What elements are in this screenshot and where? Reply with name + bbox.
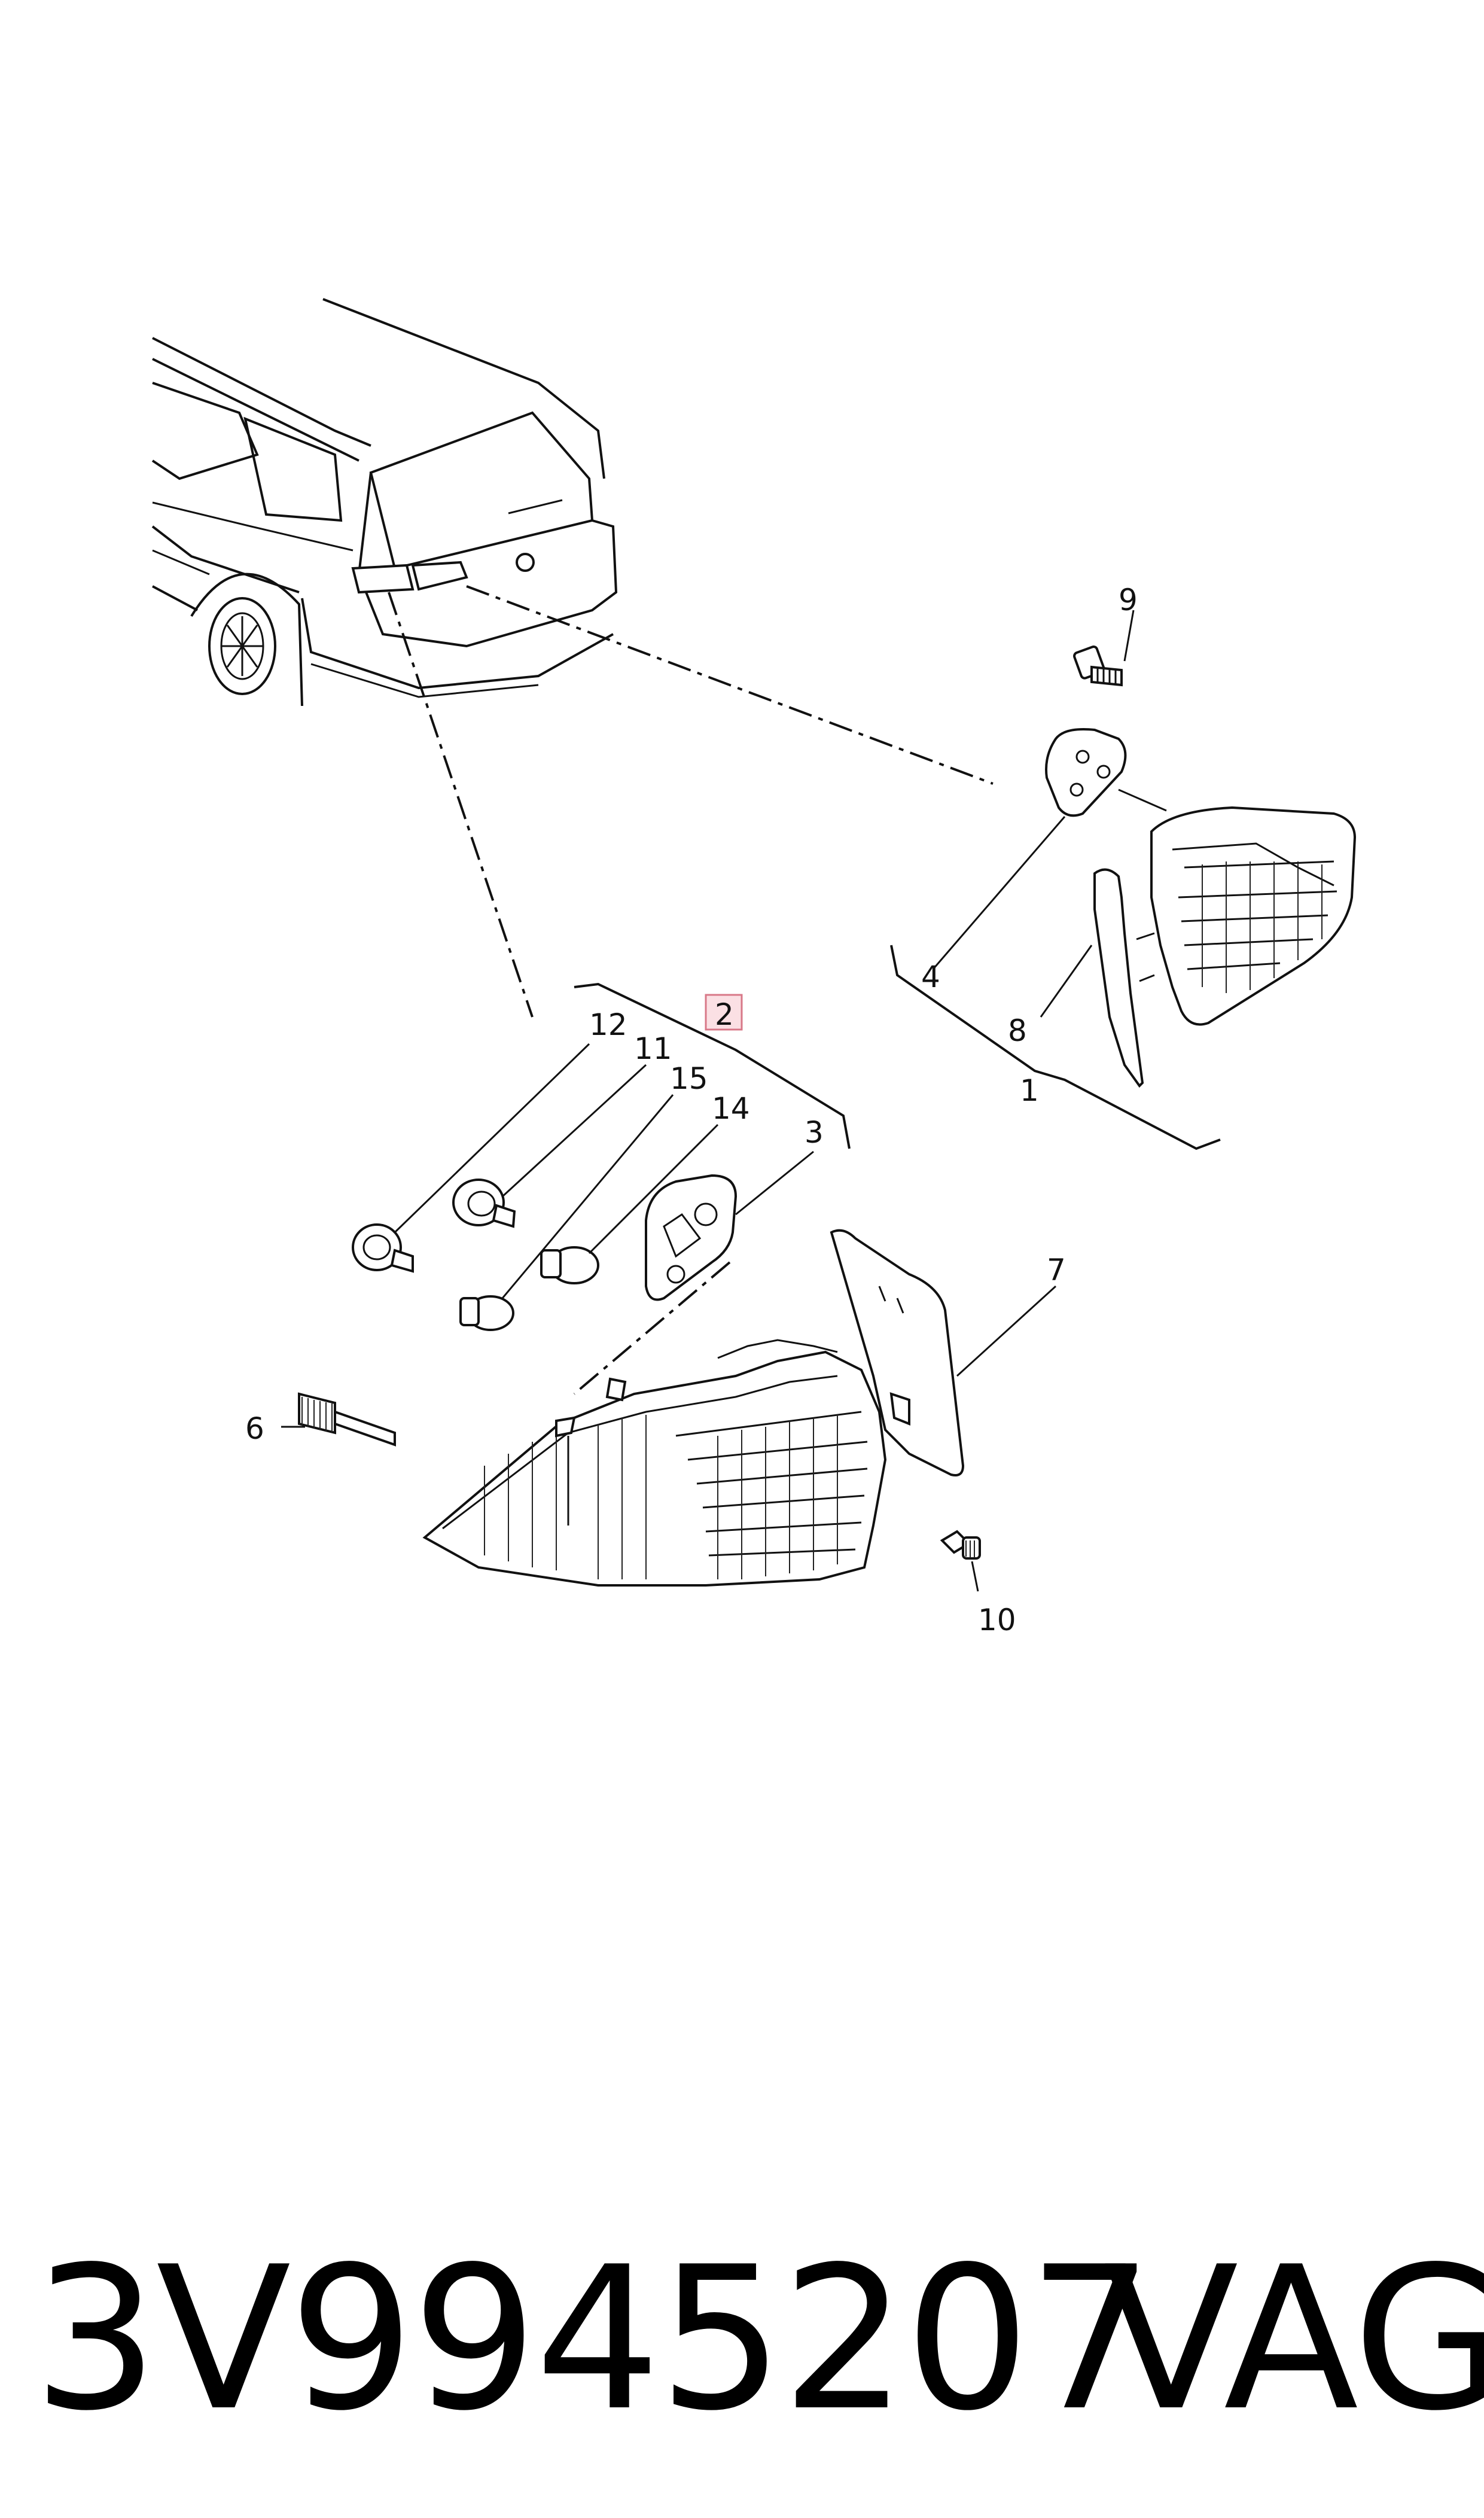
callout-1: 1: [1020, 1073, 1039, 1108]
bulb-socket-part-12: [352, 1043, 590, 1273]
callout-12: 12: [589, 1007, 627, 1042]
callout-7: 7: [1047, 1253, 1066, 1287]
car-taillamp-outer: [351, 564, 415, 594]
group-bracket-2: [574, 982, 851, 1149]
car-illustration: [151, 298, 618, 707]
seal-strip-part-8: [1040, 868, 1144, 1088]
gasket-plate-part-4: [932, 728, 1167, 970]
callout-14: 14: [712, 1091, 750, 1126]
adjuster-part-6: [281, 1392, 396, 1447]
callout-15: 15: [670, 1061, 708, 1096]
highlight-box-callout-2: [705, 994, 743, 1031]
bulb-part-15: [459, 1094, 674, 1331]
bulb-socket-part-11: [452, 1064, 647, 1228]
lamp-holder-plate-part-3: [645, 1150, 814, 1301]
group-bracket-1: [890, 945, 1221, 1150]
callout-2: 2: [715, 997, 734, 1032]
bulb-part-14: [540, 1123, 719, 1284]
screw-part-10: [940, 1530, 981, 1592]
trim-cover-part-7: [830, 1229, 1057, 1476]
inner-taillamp-part-1: [1136, 806, 1357, 1026]
brand-label: VAG: [1104, 2224, 1484, 2454]
car-taillamp-inner: [411, 561, 468, 591]
leader-line-outer-lamp: [388, 592, 534, 1018]
outer-taillamp-part-2: [422, 1339, 887, 1587]
callout-6: 6: [245, 1411, 264, 1446]
screw-part-9: [1073, 610, 1135, 687]
callout-10: 10: [978, 1603, 1016, 1637]
callout-4: 4: [921, 960, 940, 994]
leader-line-inner-lamp: [466, 585, 994, 785]
callout-3: 3: [805, 1115, 824, 1150]
callout-11: 11: [634, 1031, 672, 1066]
callout-8: 8: [1008, 1013, 1027, 1048]
leader-line-lamp-holder: [573, 1261, 731, 1395]
callout-9: 9: [1119, 583, 1138, 617]
part-number-label: 3V9945207: [33, 2224, 1153, 2454]
